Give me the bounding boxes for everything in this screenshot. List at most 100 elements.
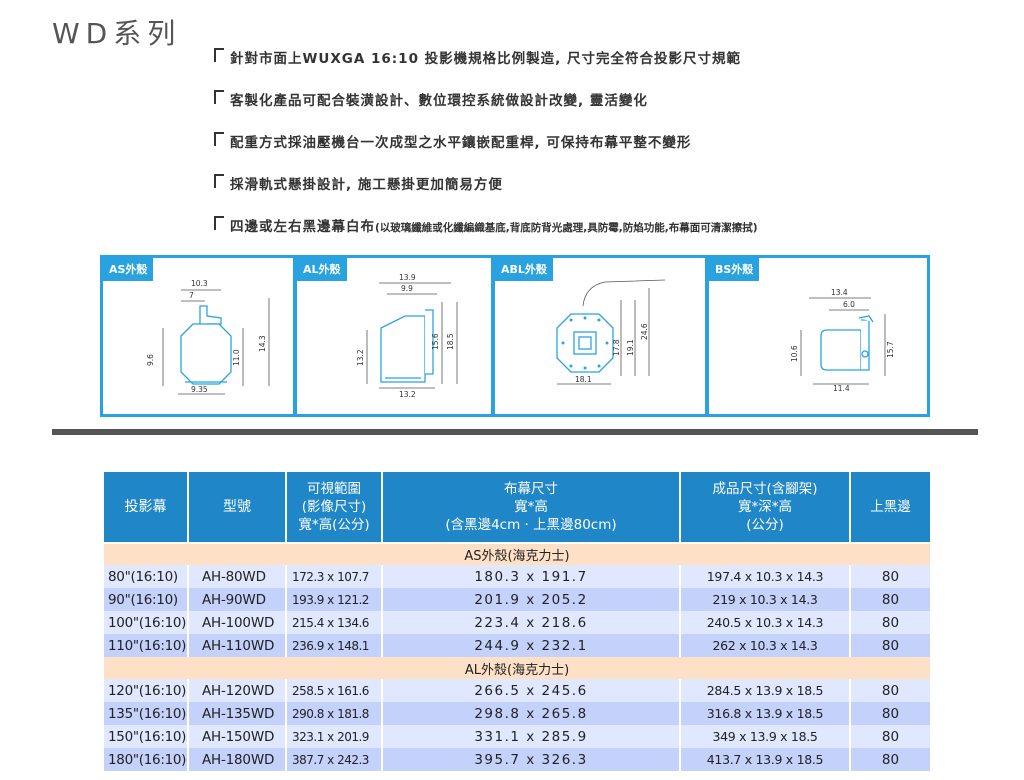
feature-item: 採滑軌式懸掛設計, 施工懸掛更加簡易方便: [214, 172, 974, 214]
dim-label: 11.0: [232, 349, 241, 366]
table-row: 135"(16:10) AH-135WD 290.8 x 181.8 298.8…: [102, 702, 932, 725]
bs-casing-drawing: 13.4 6.0 11.4 10.6 15.7: [790, 288, 895, 393]
cell-model: AH-100WD: [187, 611, 287, 634]
cell-fabric: 331.1 x 285.9: [381, 725, 681, 748]
cell-border: 80: [849, 588, 932, 611]
cell-view: 290.8 x 181.8: [285, 702, 383, 725]
cell-view: 387.7 x 242.3: [285, 748, 383, 771]
cell-screen: 80"(16:10): [102, 565, 189, 588]
cell-model: AH-110WD: [187, 634, 287, 657]
table-row: 80"(16:10) AH-80WD 172.3 x 107.7 180.3 x…: [102, 565, 932, 588]
header-size: 成品尺寸(含腳架)寬*深*高(公分): [679, 470, 851, 544]
table-row: 150"(16:10) AH-150WD 323.1 x 201.9 331.1…: [102, 725, 932, 748]
table-row: 100"(16:10) AH-100WD 215.4 x 134.6 223.4…: [102, 611, 932, 634]
feature-item: 針對市面上WUXGA 16:10 投影機規格比例製造, 尺寸完全符合投影尺寸規範: [214, 46, 974, 88]
cell-border: 80: [849, 702, 932, 725]
cell-border: 80: [849, 565, 932, 588]
dim-label: 14.3: [258, 335, 267, 352]
cell-size: 413.7 x 13.9 x 18.5: [679, 748, 851, 771]
section-divider: [52, 429, 978, 435]
feature-text: 四邊或左右黑邊幕白布: [230, 219, 375, 235]
cell-fabric: 298.8 x 265.8: [381, 702, 681, 725]
cell-model: AH-80WD: [187, 565, 287, 588]
cell-fabric: 201.9 x 205.2: [381, 588, 681, 611]
cell-view: 215.4 x 134.6: [285, 611, 383, 634]
profile-panel-bs: BS外殼 13.4 6.0 11.4 10.6 15.7: [706, 255, 930, 417]
bracket-mark: [214, 132, 224, 146]
dim-label: 15.6: [431, 333, 440, 350]
feature-item: 客製化產品可配合裝潢設計、數位環控系統做設計改變, 靈活變化: [214, 88, 974, 130]
header-border: 上黑邊: [849, 470, 932, 544]
section-label: AL外殼(海克力士): [102, 657, 932, 679]
dim-label: 13.9: [399, 273, 416, 282]
feature-item: 四邊或左右黑邊幕白布(以玻璃纖維或化纖編織基底,背底防背光處理,具防霉,防焰功能…: [214, 214, 974, 256]
cell-view: 172.3 x 107.7: [285, 565, 383, 588]
feature-text: 針對市面上WUXGA 16:10 投影機規格比例製造, 尺寸完全符合投影尺寸規範: [230, 51, 741, 67]
section-row: AL外殼(海克力士): [102, 657, 932, 679]
cell-size: 197.4 x 10.3 x 14.3: [679, 565, 851, 588]
dim-label: 15.7: [886, 341, 895, 358]
table-header-row: 投影幕 型號 可視範圍(影像尺寸)寬*高(公分) 布幕尺寸寬*高(含黑邊4cm …: [102, 470, 932, 544]
cell-size: 284.5 x 13.9 x 18.5: [679, 679, 851, 702]
cell-border: 80: [849, 679, 932, 702]
dim-label: 19.1: [626, 339, 635, 356]
bracket-mark: [214, 216, 224, 230]
feature-text: 客製化產品可配合裝潢設計、數位環控系統做設計改變, 靈活變化: [230, 93, 648, 109]
cell-screen: 110"(16:10): [102, 634, 189, 657]
cell-screen: 100"(16:10): [102, 611, 189, 634]
cell-size: 240.5 x 10.3 x 14.3: [679, 611, 851, 634]
profile-panel-as: AS外殼 10.3 7 9.35 9.6 11.0 14.3: [100, 255, 296, 417]
cell-fabric: 180.3 x 191.7: [381, 565, 681, 588]
cell-view: 258.5 x 161.6: [285, 679, 383, 702]
dim-label: 24.6: [640, 323, 649, 340]
series-title: WD系列: [52, 17, 182, 50]
bracket-mark: [214, 48, 224, 62]
cell-size: 349 x 13.9 x 18.5: [679, 725, 851, 748]
cell-screen: 90"(16:10): [102, 588, 189, 611]
profile-label: AL外殼: [297, 258, 347, 281]
cell-model: AH-120WD: [187, 679, 287, 702]
dim-label: 11.4: [833, 384, 850, 393]
as-casing-drawing: 10.3 7 9.35 9.6 11.0 14.3: [146, 279, 270, 395]
dim-label: 6.0: [843, 300, 855, 309]
dim-label: 9.6: [146, 354, 155, 366]
bracket-mark: [214, 90, 224, 104]
dim-label: 13.2: [356, 349, 365, 366]
cell-screen: 135"(16:10): [102, 702, 189, 725]
dim-label: 7: [189, 291, 194, 300]
casing-profiles: AS外殼 10.3 7 9.35 9.6 11.0 14.3: [100, 255, 930, 417]
cell-view: 193.9 x 121.2: [285, 588, 383, 611]
table-row: 110"(16:10) AH-110WD 236.9 x 148.1 244.9…: [102, 634, 932, 657]
feature-text: 採滑軌式懸掛設計, 施工懸掛更加簡易方便: [230, 177, 503, 193]
cell-model: AH-180WD: [187, 748, 287, 771]
cell-screen: 180"(16:10): [102, 748, 189, 771]
dim-label: 10.6: [790, 345, 799, 362]
dim-label: 9.9: [401, 284, 413, 293]
cell-size: 262 x 10.3 x 14.3: [679, 634, 851, 657]
header-screen: 投影幕: [102, 470, 189, 544]
cell-model: AH-135WD: [187, 702, 287, 725]
profile-panel-al: AL外殼 13.9 9.9 13.2 13.2 15.6 18.5: [294, 255, 494, 417]
profile-label: BS外殼: [709, 258, 760, 281]
cell-fabric: 395.7 x 326.3: [381, 748, 681, 771]
cell-border: 80: [849, 634, 932, 657]
cell-view: 323.1 x 201.9: [285, 725, 383, 748]
cell-fabric: 244.9 x 232.1: [381, 634, 681, 657]
profile-panel-abl: ABL外殼 18.1 17.8 19.1 24.6: [492, 255, 708, 417]
header-fabric: 布幕尺寸寬*高(含黑邊4cm · 上黑邊80cm): [381, 470, 681, 544]
cell-border: 80: [849, 725, 932, 748]
cell-model: AH-150WD: [187, 725, 287, 748]
cell-screen: 150"(16:10): [102, 725, 189, 748]
profile-label: ABL外殼: [495, 258, 553, 281]
bracket-mark: [214, 174, 224, 188]
section-label: AS外殼(海克力士): [102, 543, 932, 565]
header-view: 可視範圍(影像尺寸)寬*高(公分): [285, 470, 383, 544]
cell-border: 80: [849, 748, 932, 771]
table-row: 120"(16:10) AH-120WD 258.5 x 161.6 266.5…: [102, 679, 932, 702]
table-row: 180"(16:10) AH-180WD 387.7 x 242.3 395.7…: [102, 748, 932, 771]
dim-label: 9.35: [191, 385, 208, 394]
table-row: 90"(16:10) AH-90WD 193.9 x 121.2 201.9 x…: [102, 588, 932, 611]
dim-label: 17.8: [612, 339, 621, 356]
al-casing-drawing: 13.9 9.9 13.2 13.2 15.6 18.5: [356, 273, 458, 399]
cell-size: 219 x 10.3 x 14.3: [679, 588, 851, 611]
